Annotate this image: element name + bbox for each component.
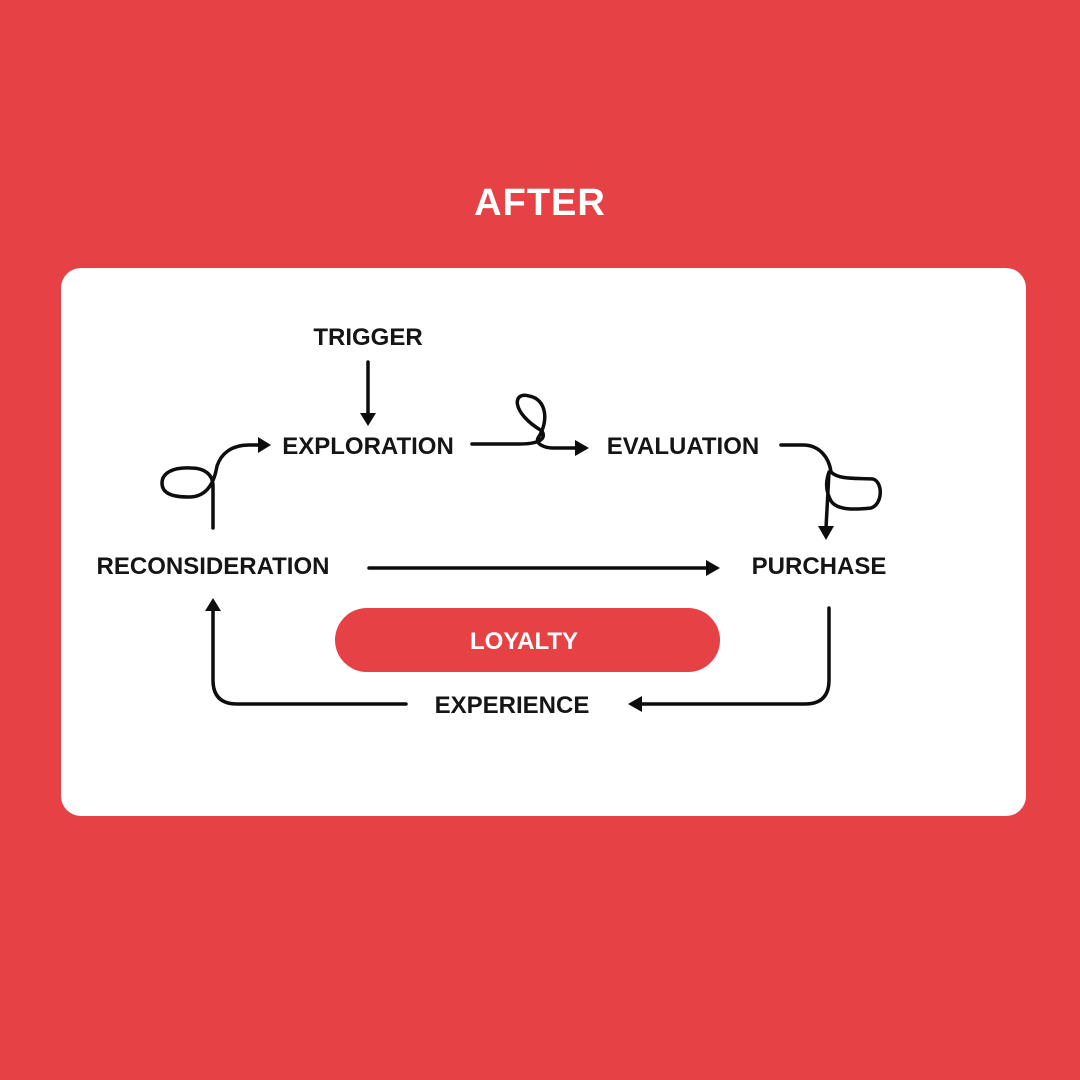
arrow-purchase-experience-head [628, 696, 642, 712]
node-loyalty: LOYALTY [470, 628, 578, 655]
node-purchase: PURCHASE [752, 553, 887, 580]
node-exploration: EXPLORATION [282, 433, 454, 460]
loyalty-pill: LOYALTY [335, 608, 720, 672]
arrow-evaluation-purchase [779, 443, 882, 540]
node-reconsideration: RECONSIDERATION [97, 553, 330, 580]
arrow-exploration-evaluation-line [470, 393, 579, 450]
arrow-trigger-exploration-head [360, 413, 376, 426]
journey-diagram: LOYALTY TRIGGER EXPLORATION EVALUATION P… [97, 324, 887, 719]
arrow-experience-reconsideration [205, 598, 408, 706]
arrow-trigger-exploration [360, 360, 376, 426]
arrow-reconsideration-purchase-head [706, 560, 720, 576]
diagram-card: LOYALTY TRIGGER EXPLORATION EVALUATION P… [61, 268, 1026, 816]
arrow-exploration-evaluation [470, 393, 589, 456]
arrow-experience-reconsideration-line [211, 609, 408, 706]
node-evaluation: EVALUATION [607, 433, 759, 460]
node-experience: EXPERIENCE [435, 692, 590, 719]
arrow-evaluation-purchase-line [779, 443, 882, 530]
arrow-evaluation-purchase-head [818, 526, 834, 540]
loyalty-pill-shape [335, 608, 720, 672]
arrow-exploration-evaluation-head [575, 440, 589, 456]
arrow-reconsideration-exploration-line [160, 443, 261, 530]
arrow-experience-reconsideration-head [205, 598, 221, 611]
page-title: AFTER [474, 182, 606, 224]
arrow-reconsideration-exploration [160, 437, 271, 530]
arrow-reconsideration-exploration-head [258, 437, 271, 453]
arrow-purchase-experience [628, 606, 831, 712]
arrow-purchase-experience-line [639, 606, 831, 706]
node-trigger: TRIGGER [313, 324, 422, 351]
arrow-reconsideration-purchase [367, 560, 720, 576]
